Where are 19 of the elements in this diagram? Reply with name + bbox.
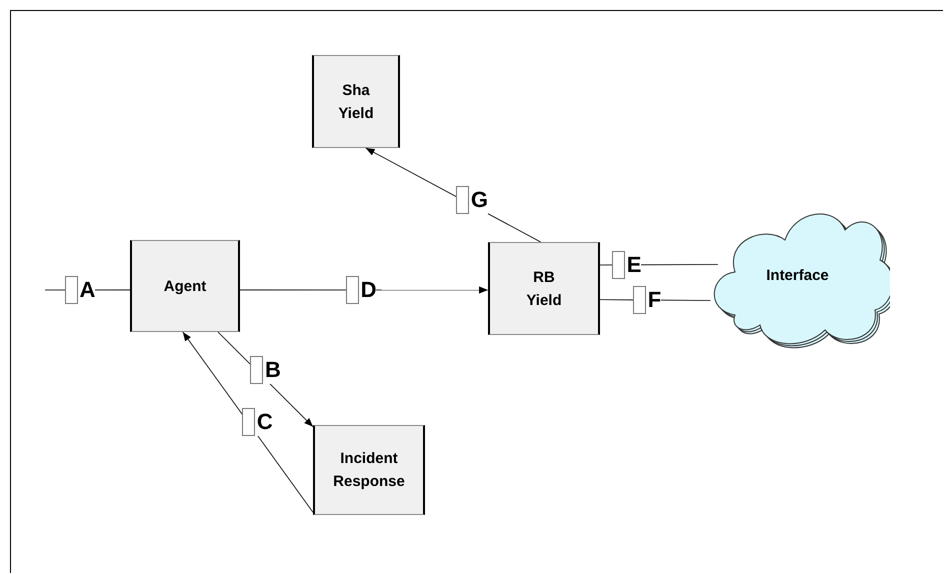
process-box bbox=[130, 240, 240, 332]
box-label: Incident bbox=[340, 450, 398, 467]
box-label: Yield bbox=[338, 104, 374, 122]
box-label: Yield bbox=[526, 292, 562, 308]
edge-label: B bbox=[265, 358, 281, 381]
process-box bbox=[488, 242, 600, 335]
edge-label: C bbox=[256, 411, 273, 434]
process-box bbox=[313, 425, 425, 515]
edge-label: A bbox=[80, 278, 96, 301]
process-box bbox=[312, 55, 400, 148]
edge-label: G bbox=[470, 188, 488, 211]
edge-label: E bbox=[626, 254, 642, 276]
box-label: Agent bbox=[164, 278, 206, 294]
edge-label: D bbox=[360, 278, 376, 301]
box-label: Sha bbox=[342, 82, 370, 98]
box-label: Response bbox=[333, 473, 405, 490]
edge-label: F bbox=[648, 288, 662, 311]
box-label: RB bbox=[533, 268, 555, 286]
cloud-label: Interface bbox=[766, 266, 829, 284]
